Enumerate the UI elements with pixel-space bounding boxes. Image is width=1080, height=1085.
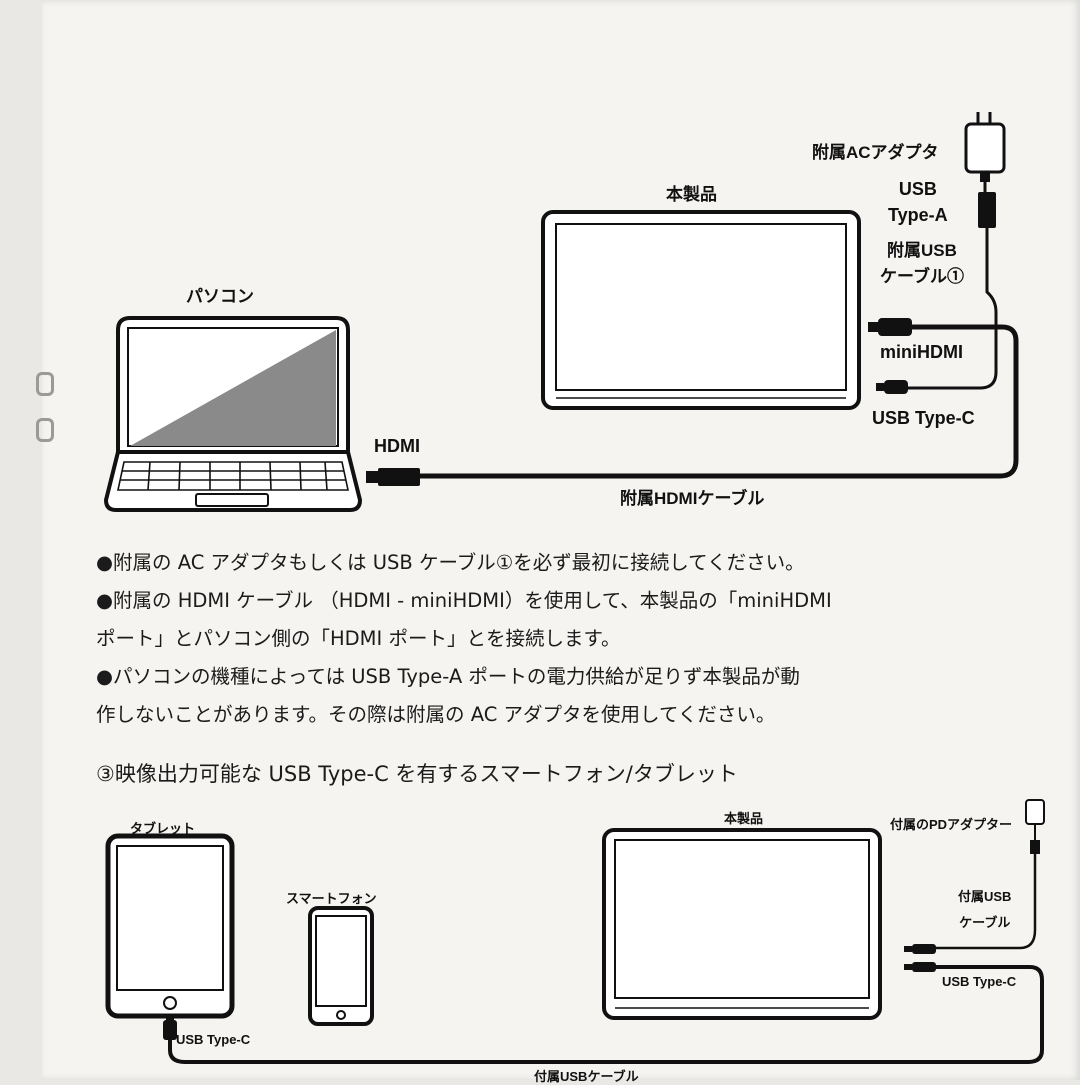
usb-cable-label-2: 付属USB ケーブル <box>958 889 1012 930</box>
usb-cable-label: 附属USB ケーブル① <box>880 241 964 286</box>
usb-type-c-label: USB Type-C <box>872 408 975 428</box>
section-heading: ③映像出力可能な USB Type-C を有するスマートフォン/タブレット <box>96 762 738 786</box>
binding-staple-bottom <box>36 418 54 442</box>
laptop-icon <box>103 316 363 512</box>
tablet-label: タブレット <box>130 821 196 836</box>
hdmi-cable-label: 附属HDMIケーブル <box>620 489 765 508</box>
usb-type-c-label-left: USB Type-C <box>176 1032 251 1047</box>
pc-label: パソコン <box>186 287 254 306</box>
instruction-line: ●附属の AC アダプタもしくは USB ケーブル①を必ず最初に接続してください… <box>96 551 805 574</box>
tablet-usb-type-c-plug-icon <box>163 1014 177 1040</box>
binding-staple-top <box>36 372 54 396</box>
portable-monitor-icon-2 <box>602 828 882 1020</box>
pd-adapter-label: 付属のPDアダプター <box>890 817 1013 832</box>
pd-adapter-icon <box>1025 799 1045 854</box>
product-label: 本製品 <box>666 185 717 204</box>
instruction-line: ●附属の HDMI ケーブル （HDMI - miniHDMI）を使用して、本製… <box>96 589 832 612</box>
mini-hdmi-label: miniHDMI <box>880 342 963 362</box>
smartphone-icon <box>308 906 374 1026</box>
product-label-2: 本製品 <box>724 811 764 826</box>
pd-usb-cable-line <box>935 854 1037 950</box>
usb-type-c-plug-icon-2 <box>904 944 936 972</box>
usb-type-a-label: USB Type-A <box>888 179 948 225</box>
ac-adapter-icon <box>964 112 1006 192</box>
smartphone-label: スマートフォン <box>286 891 377 906</box>
usb-cable-line <box>905 240 998 390</box>
usb-type-a-plug-icon <box>978 192 996 240</box>
instruction-line: 作しないことがあります。その際は附属の AC アダプタを使用してください。 <box>96 703 776 726</box>
tablet-icon <box>105 833 235 1019</box>
mini-hdmi-plug-icon <box>868 318 912 336</box>
hdmi-plug-icon <box>366 468 420 486</box>
portable-monitor-icon <box>541 210 861 410</box>
instruction-line: ポート」とパソコン側の「HDMI ポート」とを接続します。 <box>96 627 621 650</box>
hdmi-cable-line <box>420 324 1019 479</box>
bottom-usb-cable-line <box>168 965 1044 1064</box>
hdmi-label: HDMI <box>374 436 420 456</box>
usb-cable-bottom-label: 付属USBケーブル <box>534 1069 639 1084</box>
usb-type-c-plug-icon <box>876 380 908 394</box>
instruction-line: ●パソコンの機種によっては USB Type-A ポートの電力供給が足りず本製品… <box>96 665 800 688</box>
usb-type-c-label-right: USB Type-C <box>942 974 1017 989</box>
ac-adapter-label: 附属ACアダプタ <box>812 143 939 162</box>
